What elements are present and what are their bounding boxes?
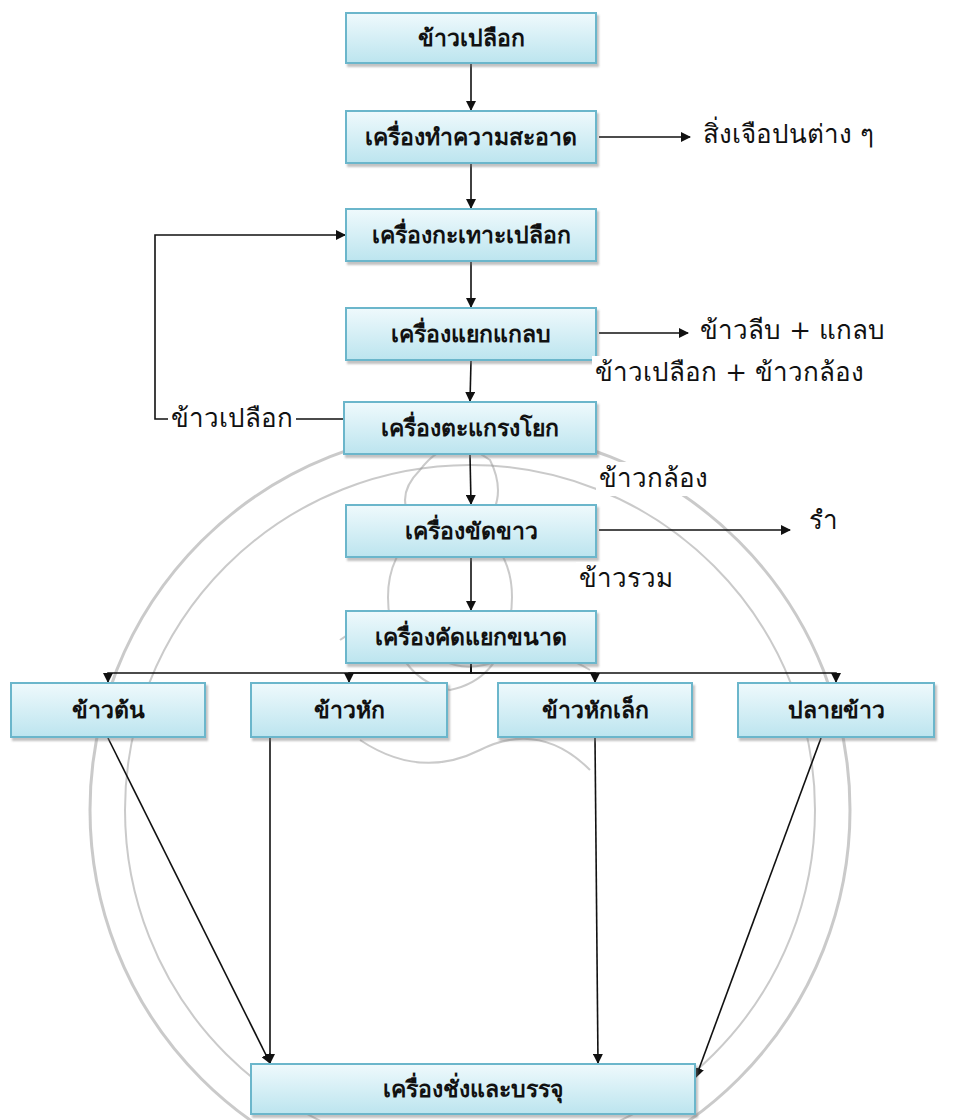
- product-box: ข้าวหักเล็ก: [497, 682, 693, 738]
- box-text: ข้าวเปลือก: [418, 24, 525, 52]
- box-text: เครื่องคัดแยกขนาด: [375, 623, 567, 651]
- flow-arrow: [470, 361, 471, 401]
- flow-arrow: [349, 664, 471, 682]
- output-label: รำ: [806, 504, 841, 538]
- flow-arrow: [470, 262, 472, 307]
- output-label: สิ่งเจือปนต่าง ๆ: [700, 118, 877, 152]
- edge-label: ข้าวรวม: [576, 562, 676, 596]
- box-text: ข้าวหักเล็ก: [542, 696, 649, 724]
- process-box: เครื่องกะเทาะเปลือก: [345, 208, 597, 262]
- flow-arrow: [470, 455, 471, 504]
- edge-label: ข้าวเปลือก: [168, 402, 296, 436]
- edge-label: ข้าวกล้อง: [596, 462, 711, 496]
- process-box: เครื่องชั่งและบรรจุ: [250, 1063, 696, 1115]
- flow-arrow: [696, 738, 821, 1077]
- output-label: ข้าวลีบ + แกลบ: [697, 314, 888, 348]
- flow-arrow: [155, 235, 345, 419]
- product-box: ข้าวหัก: [250, 682, 448, 738]
- flow-arrow: [269, 738, 271, 1063]
- process-box: เครื่องขัดขาว: [345, 504, 597, 558]
- process-box: เครื่องแยกแกลบ: [345, 307, 597, 361]
- seal-outline: [90, 430, 850, 1120]
- box-text: เครื่องขัดขาว: [405, 517, 538, 545]
- process-box: เครื่องตะแกรงโยก: [343, 401, 597, 455]
- process-box: ข้าวเปลือก: [345, 12, 597, 64]
- flow-arrow: [470, 558, 472, 610]
- flow-arrow: [471, 664, 836, 682]
- process-box: เครื่องทำความสะอาด: [345, 110, 597, 164]
- flow-arrow: [470, 64, 472, 110]
- output-arrow: [599, 136, 690, 138]
- edge-label: ข้าวเปลือก + ข้าวกล้อง: [592, 356, 867, 390]
- box-text: เครื่องชั่งและบรรจุ: [383, 1075, 563, 1103]
- product-box: ข้าวต้น: [10, 682, 206, 738]
- output-arrow: [599, 529, 790, 531]
- box-text: เครื่องกะเทาะเปลือก: [372, 221, 571, 249]
- box-text: ข้าวหัก: [314, 696, 385, 724]
- flow-arrow: [108, 738, 270, 1063]
- box-text: เครื่องทำความสะอาด: [365, 123, 577, 151]
- box-text: เครื่องแยกแกลบ: [391, 320, 551, 348]
- flow-arrow: [470, 164, 472, 208]
- process-box: เครื่องคัดแยกขนาด: [345, 610, 597, 664]
- box-text: ปลายข้าว: [788, 696, 885, 724]
- product-box: ปลายข้าว: [737, 682, 935, 738]
- flow-arrow: [595, 738, 598, 1063]
- output-arrow: [599, 332, 688, 334]
- box-text: เครื่องตะแกรงโยก: [381, 414, 559, 442]
- flow-arrow: [108, 664, 471, 682]
- box-text: ข้าวต้น: [72, 696, 145, 724]
